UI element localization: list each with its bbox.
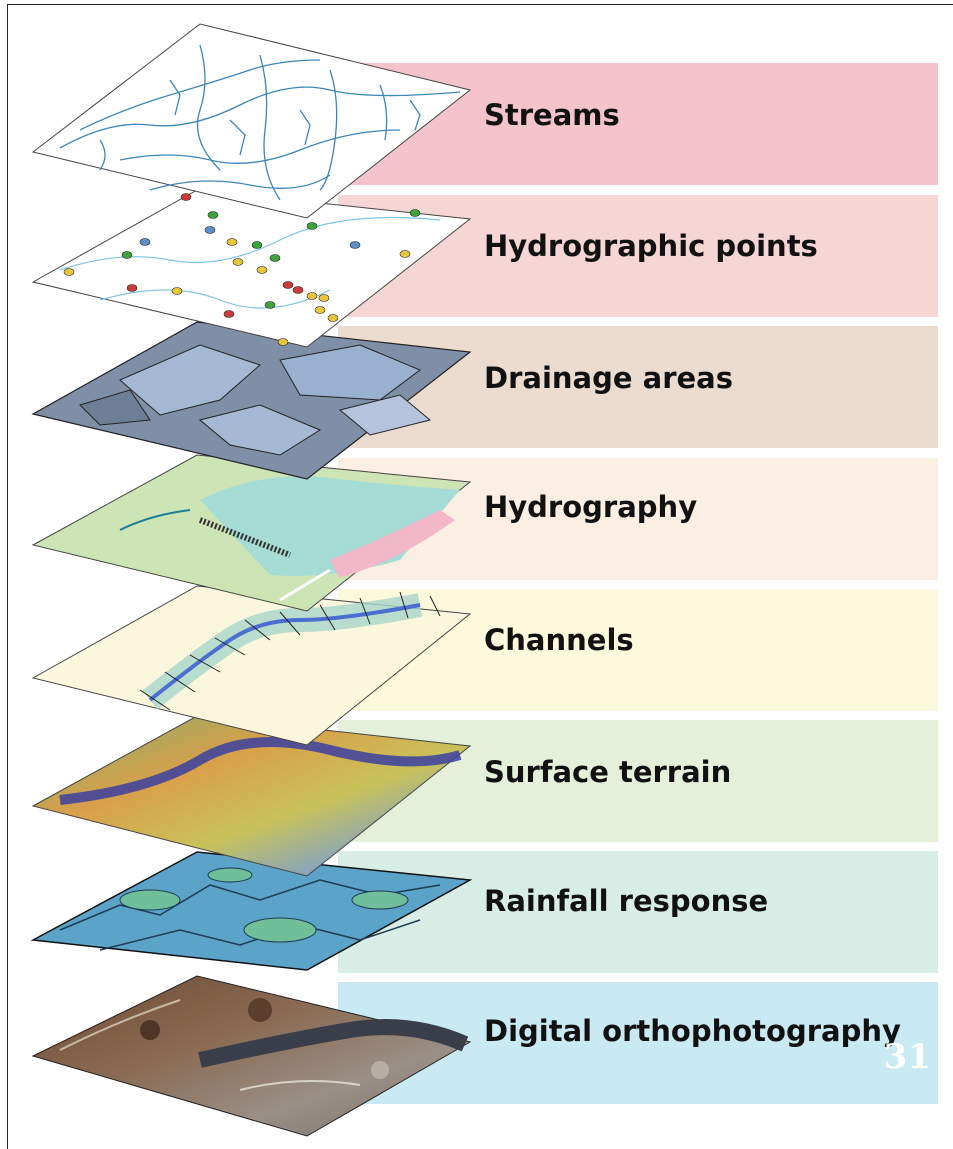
map-layer-orthophotography [31,975,472,1137]
layer-label-streams: Streams [484,98,620,132]
map-layer-hydrography [31,454,472,612]
band-surface-terrain [338,720,938,842]
map-layer-surface-terrain [31,715,472,877]
frame-left-border [7,4,8,1149]
band-channels [338,589,938,711]
layer-label-hydrography: Hydrography [484,490,698,524]
layer-label-drainage-areas: Drainage areas [484,361,733,395]
layer-label-rainfall-response: Rainfall response [484,884,769,918]
map-layer-channels [31,585,472,746]
layer-label-digital-orthophotography: Digital orthophotography [484,1014,901,1048]
map-layer-rainfall-response [30,851,473,971]
map-layer-drainage-areas [31,321,472,480]
band-rainfall-response [338,851,938,973]
band-drainage-areas [338,326,938,448]
map-layer-hydrographic-points [31,189,472,348]
layer-label-hydrographic-points: Hydrographic points [484,229,818,263]
layer-label-surface-terrain: Surface terrain [484,755,732,789]
slide-number: 31 [883,1037,931,1077]
layer-label-channels: Channels [484,623,634,657]
map-layer-streams [31,23,472,219]
frame-top-border [7,4,953,5]
